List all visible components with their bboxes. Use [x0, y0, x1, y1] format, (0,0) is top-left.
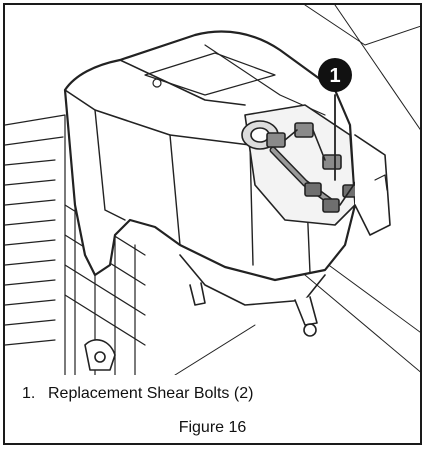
- frame-line-right: [334, 5, 420, 131]
- frame-line-upper-right: [304, 5, 420, 46]
- frame-line-lower-2: [314, 254, 420, 333]
- caption-item-number: 1.: [22, 385, 36, 402]
- support-base: [84, 254, 326, 371]
- caption-item-text: Replacement Shear Bolts (2): [48, 385, 254, 402]
- figure-frame: 1 1. Replacement Shear Bolts (2) Figure 1…: [3, 3, 422, 445]
- frame-line-lower: [304, 274, 420, 373]
- callout-marker: 1: [318, 58, 352, 92]
- shear-bolt-lower: [304, 179, 358, 213]
- caption-item: 1. Replacement Shear Bolts (2): [22, 385, 253, 403]
- callout-number: 1: [329, 65, 340, 87]
- shear-bolt-illustration: 1: [5, 5, 420, 375]
- frame-line-left-lower: [174, 324, 256, 375]
- figure-label: Figure 16: [178, 419, 247, 436]
- right-bracket: [354, 134, 391, 236]
